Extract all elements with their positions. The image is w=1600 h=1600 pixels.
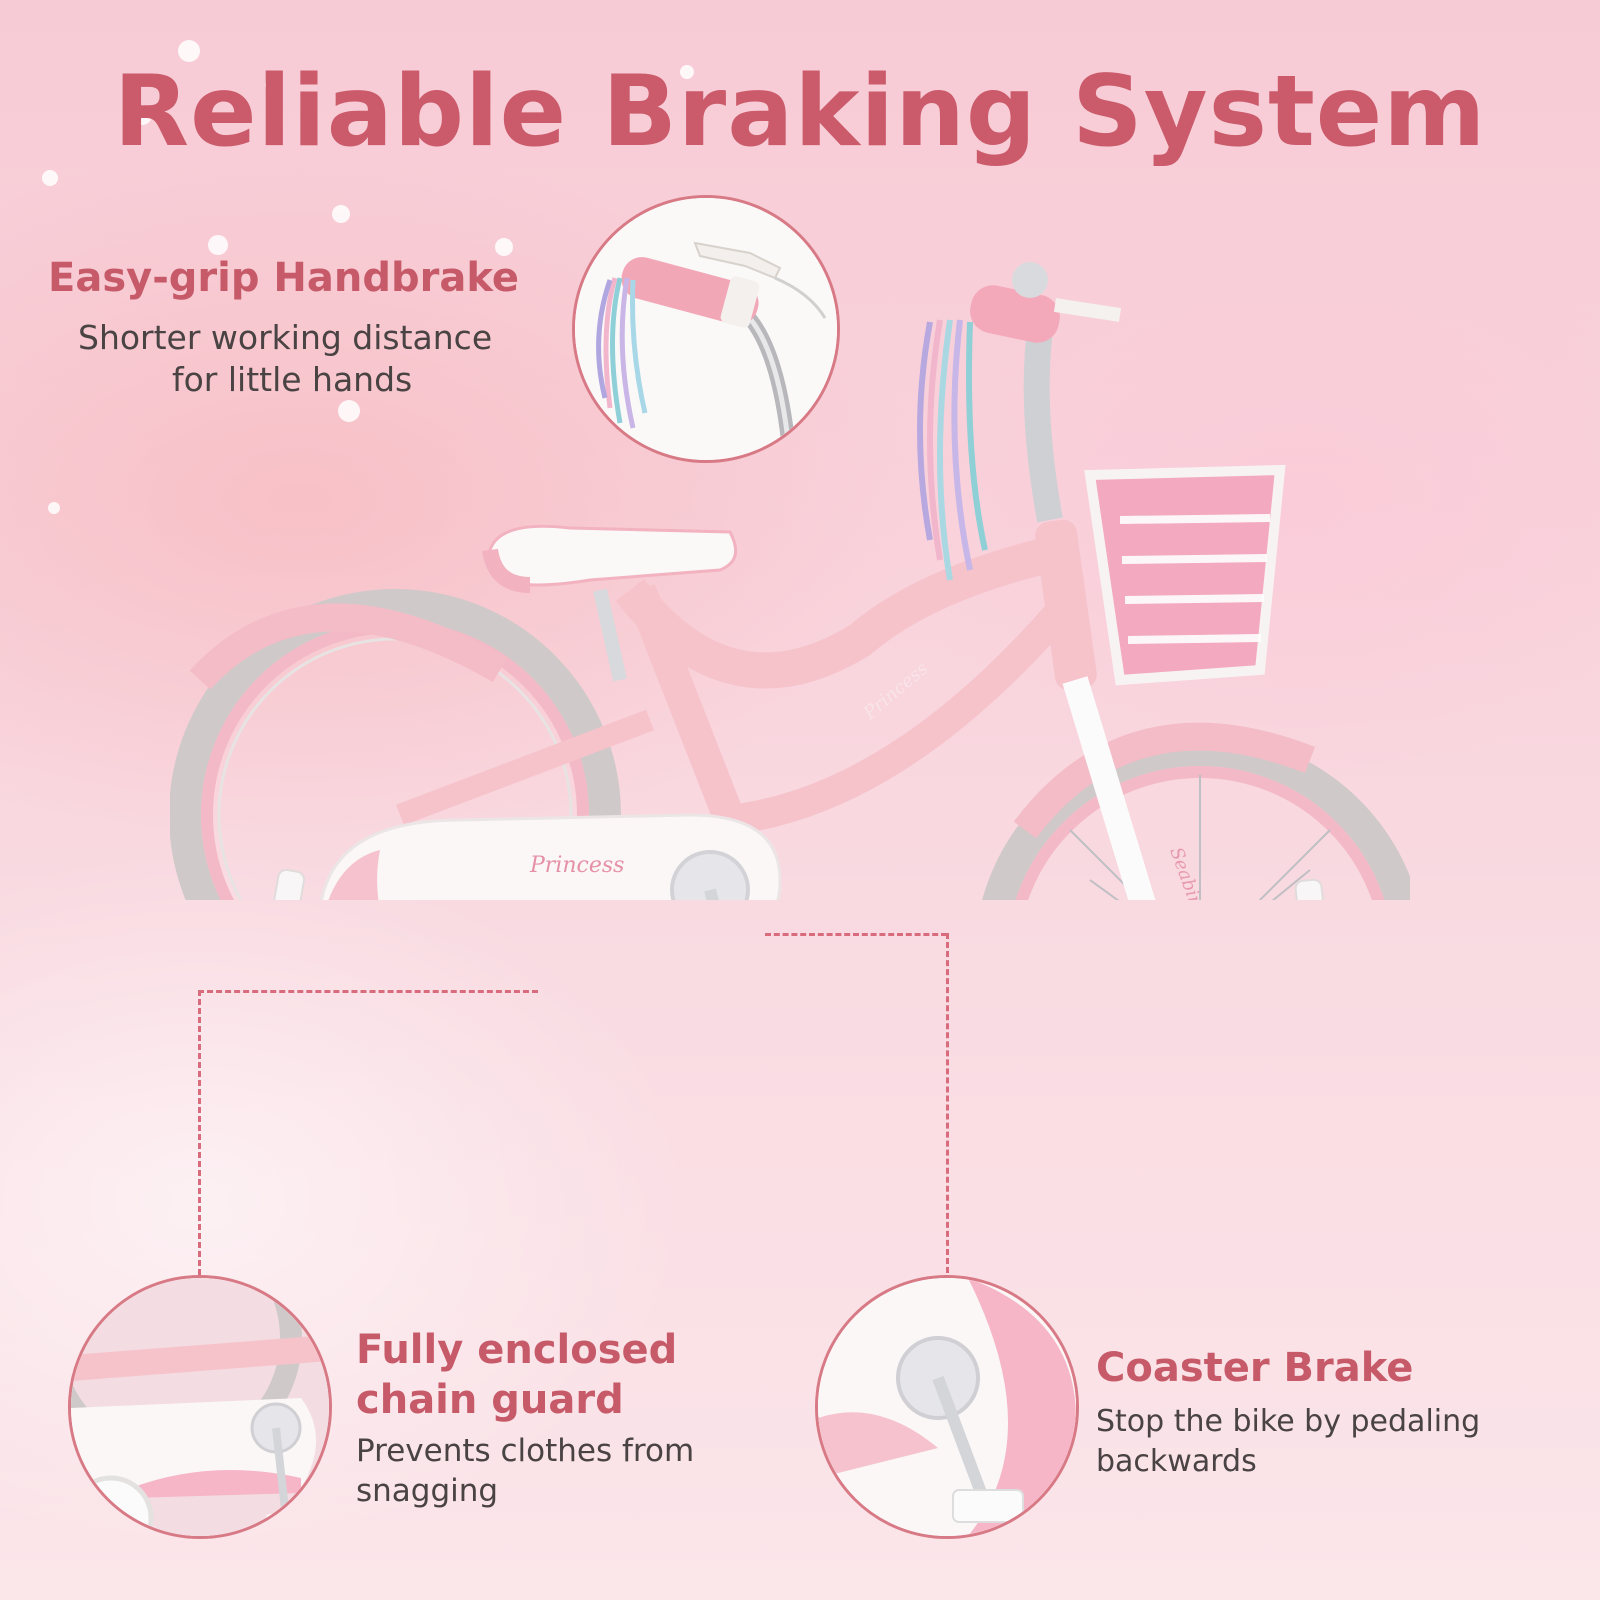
chainguard-detail-image bbox=[68, 1275, 332, 1539]
chainguard-brand-text: Princess bbox=[529, 853, 624, 878]
frame-brand-text: Princess bbox=[859, 658, 932, 724]
fork-brand-text: Seabird bbox=[1165, 845, 1209, 900]
chainguard-title-line2: chain guard bbox=[356, 1377, 624, 1423]
sparkle-dot bbox=[495, 238, 513, 256]
chainguard-desc-line1: Prevents clothes from bbox=[356, 1433, 695, 1469]
coaster-brake-desc-line2: backwards bbox=[1096, 1444, 1257, 1479]
sparkle-dot bbox=[265, 80, 275, 90]
chainguard-desc-line2: snagging bbox=[356, 1473, 499, 1509]
sparkle-dot bbox=[338, 400, 360, 422]
sparkle-dot bbox=[332, 205, 350, 223]
coaster-callout-line bbox=[765, 933, 947, 936]
bike-illustration: Princess Princess Seabird bbox=[170, 262, 1410, 900]
handbrake-title: Easy-grip Handbrake bbox=[48, 255, 520, 301]
sparkle-dot bbox=[178, 40, 200, 62]
handbrake-detail-image bbox=[572, 195, 840, 463]
coaster-brake-desc-line1: Stop the bike by pedaling bbox=[1096, 1404, 1481, 1439]
chainguard-title-line1: Fully enclosed bbox=[356, 1327, 678, 1373]
coaster-callout-line-vertical bbox=[946, 933, 949, 1273]
coaster-brake-title: Coaster Brake bbox=[1096, 1345, 1414, 1391]
coaster-brake-detail-image bbox=[815, 1275, 1079, 1539]
page-title: Reliable Braking System bbox=[113, 55, 1487, 169]
sparkle-dot bbox=[48, 502, 60, 514]
sparkle-dot bbox=[42, 170, 58, 186]
sparkle-dot bbox=[680, 65, 694, 79]
chainguard-callout-line-vertical bbox=[198, 990, 201, 1275]
sparkle-dot bbox=[132, 105, 152, 125]
sparkle-dot bbox=[208, 235, 228, 255]
chainguard-callout-line bbox=[198, 990, 538, 993]
handbrake-desc-line1: Shorter working distance bbox=[78, 318, 493, 357]
handbrake-desc-line2: for little hands bbox=[172, 360, 413, 399]
